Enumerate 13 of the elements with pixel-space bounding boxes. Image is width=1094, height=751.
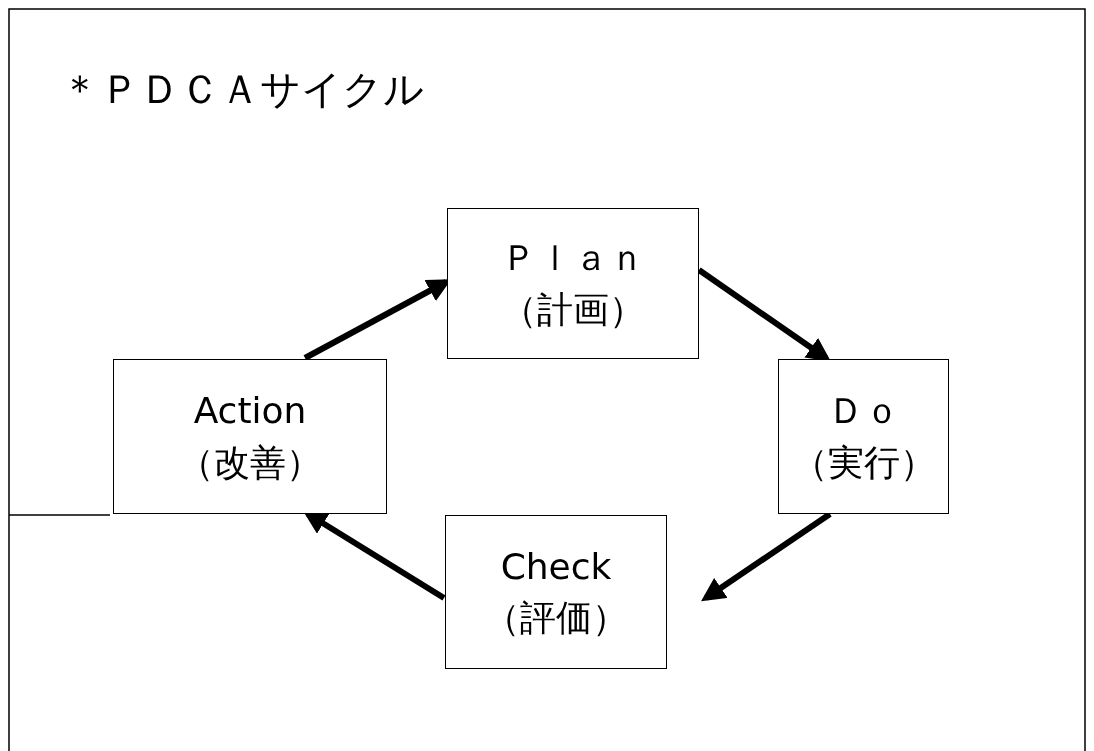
process-box [447, 208, 699, 359]
node-subtitle: （評価） [484, 596, 628, 640]
process-box [778, 359, 949, 514]
node-title: Ｐｌａｎ [501, 236, 645, 280]
node-title: Check [500, 544, 612, 588]
title: ＊ＰＤＣＡサイクル [60, 65, 424, 114]
node-subtitle: （実行） [791, 440, 936, 484]
node-title: Action [193, 389, 307, 433]
process-box [445, 515, 667, 669]
node-subtitle: （計画） [501, 287, 645, 331]
node-title: Ｄｏ [827, 389, 900, 433]
process-box [113, 359, 387, 514]
node-subtitle: （改善） [178, 440, 322, 484]
